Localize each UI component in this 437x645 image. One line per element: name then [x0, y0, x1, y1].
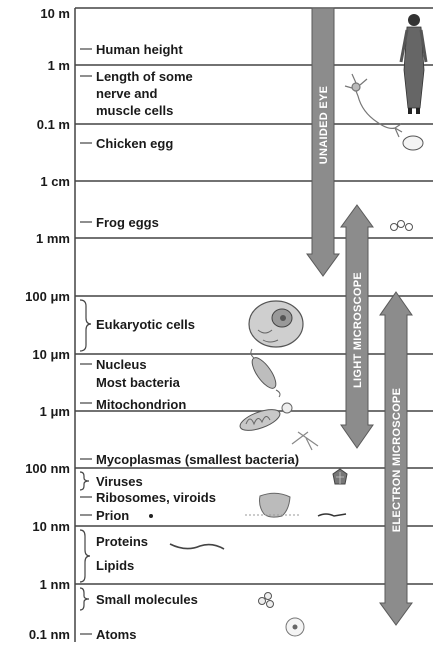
item-label: muscle cells — [96, 103, 173, 118]
protein-strand-icon — [170, 544, 224, 549]
brace-eukaryotic — [80, 300, 91, 351]
item-label: Mitochondrion — [96, 397, 186, 412]
item-label: Human height — [96, 42, 183, 57]
item-label: Prion — [96, 508, 129, 523]
scale-label: 0.1 m — [37, 117, 70, 132]
electron-microscope-arrow: ELECTRON MICROSCOPE — [380, 292, 412, 625]
human-figure-icon — [401, 14, 426, 114]
scale-label: 1 μm — [40, 404, 70, 419]
range-braces — [80, 300, 91, 610]
scale-label: 0.1 nm — [29, 627, 70, 642]
small-molecule-icon — [259, 593, 274, 608]
item-label: Chicken egg — [96, 136, 173, 151]
item-label: Length of some — [96, 69, 193, 84]
brace-proteins-lipids — [80, 530, 90, 582]
bacterium-icon — [248, 349, 280, 397]
item-label: Lipids — [96, 558, 134, 573]
item-label: Nucleus — [96, 357, 147, 372]
light-microscope-label: LIGHT MICROSCOPE — [352, 272, 364, 388]
unaided-eye-arrow: UNAIDED EYE — [307, 8, 339, 276]
item-label: Small molecules — [96, 592, 198, 607]
scale-label: 1 cm — [40, 174, 70, 189]
scale-label: 10 μm — [32, 347, 70, 362]
mitochondrion-icon — [238, 403, 292, 435]
atom-icon — [286, 618, 304, 636]
prion-dot-icon — [149, 514, 153, 518]
prion-strand-icon — [318, 514, 346, 516]
scale-labels: 10 m 1 m 0.1 m 1 cm 1 mm 100 μm 10 μm 1 … — [25, 6, 70, 642]
scale-label: 1 nm — [40, 577, 70, 592]
chicken-egg-icon — [403, 136, 423, 150]
item-label: Proteins — [96, 534, 148, 549]
mycoplasma-icon — [292, 432, 318, 450]
virus-icon — [333, 469, 347, 484]
item-label: nerve and — [96, 86, 157, 101]
brace-small-molecules — [80, 588, 89, 610]
frog-eggs-icon — [391, 221, 413, 231]
scale-label: 100 μm — [25, 289, 70, 304]
electron-microscope-label: ELECTRON MICROSCOPE — [391, 388, 403, 532]
item-label: Frog eggs — [96, 215, 159, 230]
item-label: Eukaryotic cells — [96, 317, 195, 332]
nerve-cell-icon — [345, 74, 402, 137]
scale-label: 1 m — [48, 58, 70, 73]
item-label: Atoms — [96, 627, 136, 642]
ribosome-icon — [260, 493, 291, 517]
scale-label: 10 m — [40, 6, 70, 21]
item-label: Viruses — [96, 474, 143, 489]
item-label: Most bacteria — [96, 375, 181, 390]
brace-viruses — [80, 472, 89, 490]
unaided-eye-label: UNAIDED EYE — [318, 86, 330, 164]
item-label: Mycoplasmas (smallest bacteria) — [96, 452, 299, 467]
scale-label: 1 mm — [36, 231, 70, 246]
eukaryotic-cell-icon — [249, 301, 303, 347]
scale-label: 100 nm — [25, 461, 70, 476]
item-label: Ribosomes, viroids — [96, 490, 216, 505]
light-microscope-arrow: LIGHT MICROSCOPE — [341, 205, 373, 448]
scale-label: 10 nm — [32, 519, 70, 534]
